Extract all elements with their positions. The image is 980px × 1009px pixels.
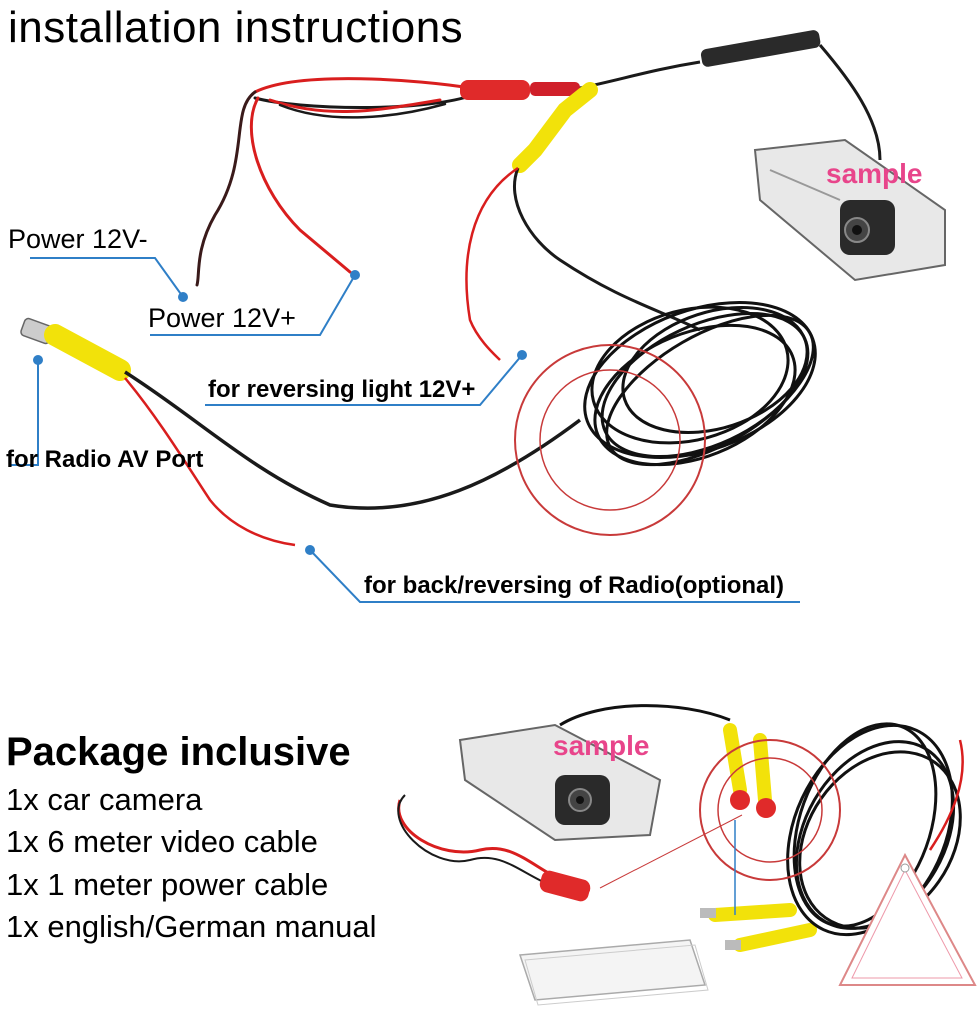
callout-lines	[10, 257, 800, 603]
power-cable-bottom	[397, 794, 591, 902]
label-power-plus: Power 12V+	[148, 303, 296, 333]
coiled-cable-bottom	[786, 722, 964, 937]
package-item: 1x 1 meter power cable	[6, 867, 329, 902]
manual-papers	[518, 939, 709, 1006]
package-title: Package inclusive	[6, 730, 351, 774]
label-reversing-light: for reversing light 12V+	[208, 376, 476, 403]
sample-watermark-bottom: sample	[553, 730, 650, 761]
power-harness	[195, 77, 472, 287]
label-power-minus: Power 12V-	[8, 224, 148, 254]
label-radio-av-port: for Radio AV Port	[6, 446, 204, 473]
dc-plug-top	[460, 30, 882, 161]
package-item: 1x 6 meter video cable	[6, 824, 318, 859]
sample-watermark-top: sample	[826, 158, 923, 189]
package-item: 1x english/German manual	[6, 909, 377, 944]
page-title: installation instructions	[8, 3, 464, 52]
camera-top	[753, 138, 946, 282]
stamp-bottom	[599, 739, 841, 889]
certificate-card	[838, 852, 977, 986]
camera-bottom	[458, 704, 731, 842]
package-item: 1x car camera	[6, 782, 203, 817]
callout-dots	[33, 270, 527, 555]
rca-plugs-bottom	[700, 723, 817, 952]
label-back-reversing: for back/reversing of Radio(optional)	[364, 572, 785, 599]
rca-plug-left	[20, 317, 582, 547]
stamp-top	[514, 344, 706, 536]
coiled-cable-top	[583, 300, 817, 467]
